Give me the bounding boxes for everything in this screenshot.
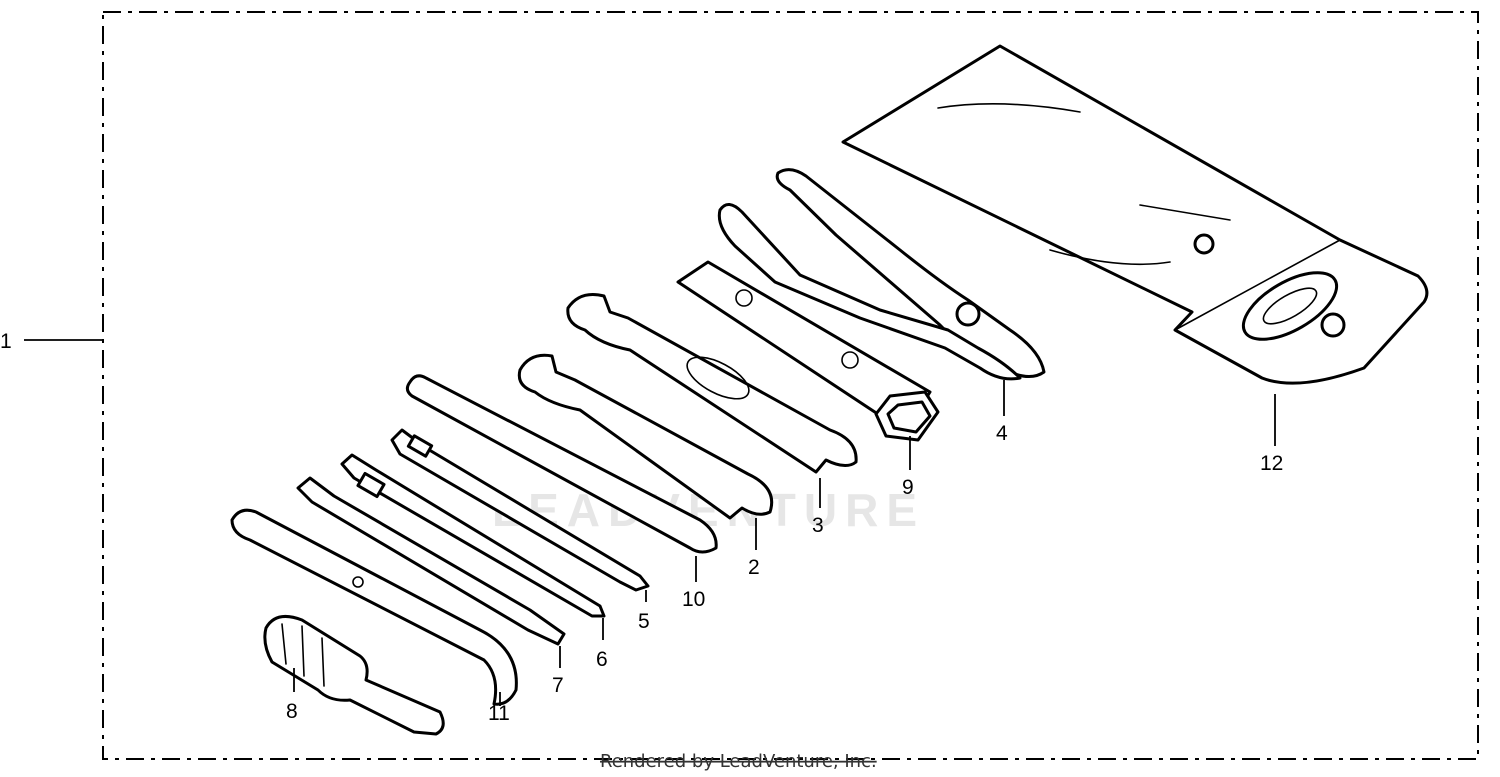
screwdriver-shaft (296, 476, 566, 646)
screwdriver-flat (340, 453, 606, 618)
callout-10: 10 (682, 588, 705, 611)
box-spanner (676, 260, 940, 442)
callout-5: 5 (638, 610, 650, 633)
extension-bar (405, 374, 718, 554)
callout-7: 7 (552, 674, 564, 697)
hook-spanner (230, 508, 518, 706)
callout-2: 2 (748, 556, 760, 579)
tool-bag (841, 44, 1429, 385)
callout-3: 3 (812, 514, 824, 537)
callout-6: 6 (596, 648, 608, 671)
screwdriver-grip (263, 614, 445, 736)
callout-9: 9 (902, 476, 914, 499)
wrench-medium (517, 353, 774, 520)
screwdriver-phillips (390, 428, 650, 592)
assembly-frame (102, 11, 1479, 760)
credit-text: Rendered by LeadVenture, Inc. (600, 751, 877, 772)
callout-8: 8 (286, 700, 298, 723)
callout-11: 11 (488, 702, 510, 725)
wrench-large (566, 293, 858, 474)
callout-1: 1 (0, 330, 12, 353)
pliers (717, 168, 1046, 381)
callout-4: 4 (996, 422, 1008, 445)
callout-12: 12 (1260, 452, 1283, 475)
